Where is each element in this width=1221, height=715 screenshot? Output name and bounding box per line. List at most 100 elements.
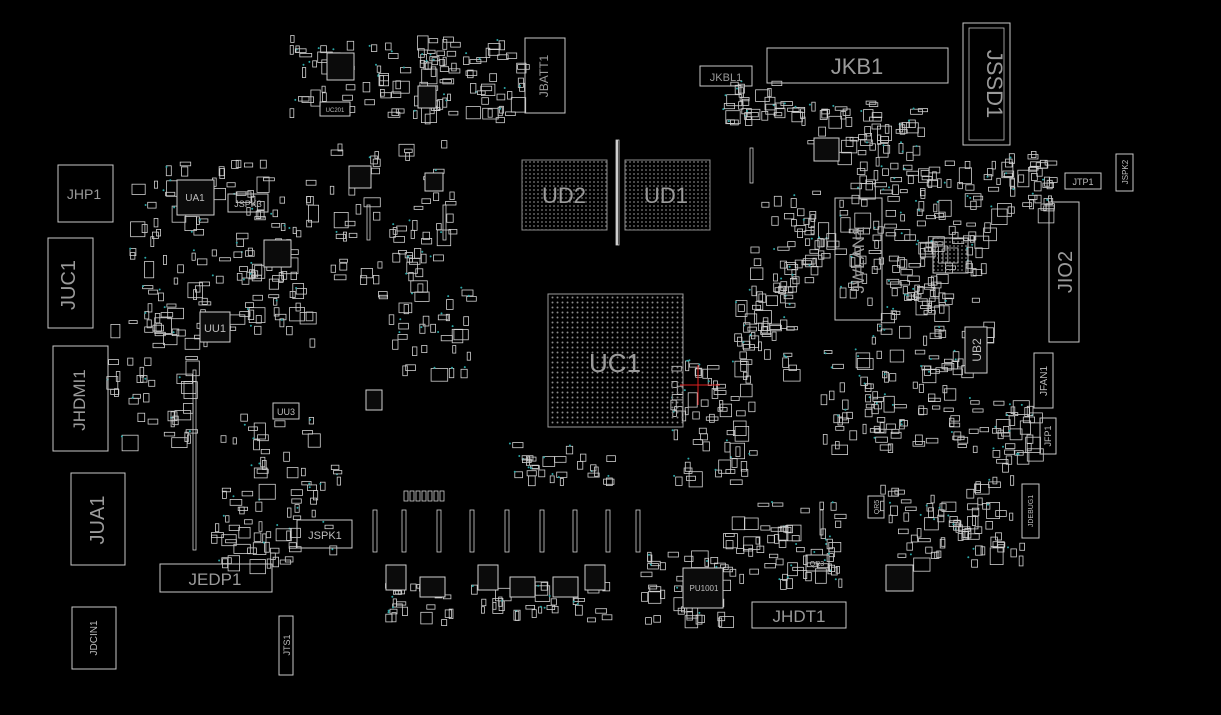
smd-pad	[673, 429, 678, 441]
smd-pad	[899, 280, 910, 286]
connector-jfp1[interactable]: JFP1	[1039, 417, 1057, 455]
smd-pad	[968, 428, 979, 434]
connector-jts1[interactable]: JTS1	[278, 615, 294, 676]
smd-pad	[1019, 542, 1025, 551]
chip-uu1[interactable]: UU1	[199, 311, 231, 343]
via	[243, 423, 246, 426]
via	[844, 408, 847, 411]
smd-pad	[890, 281, 902, 289]
chip-uc1[interactable]: UC1	[547, 293, 684, 428]
via	[332, 48, 335, 51]
smd-pad	[718, 459, 732, 474]
smd-pad	[460, 368, 468, 379]
via	[158, 288, 161, 291]
smd-pad	[606, 455, 616, 463]
connector-juc1[interactable]: JUC1	[47, 237, 94, 329]
via	[249, 272, 252, 275]
connector-jkbl1[interactable]: JKBL1	[699, 65, 753, 87]
smd-pad	[289, 307, 305, 322]
smd-pad	[777, 526, 789, 541]
smd-pad	[980, 263, 987, 275]
chip-uc201[interactable]: UC201	[319, 101, 351, 117]
smd-pad	[791, 219, 797, 227]
smd-pad	[641, 592, 649, 602]
connector-jdcin1[interactable]: JDCIN1	[71, 606, 117, 670]
connector-jspk3[interactable]: JSPK3	[227, 193, 269, 213]
chip-ud1[interactable]: UD1	[624, 159, 711, 231]
smd-pad	[163, 431, 176, 437]
connector-jhdmi1[interactable]: JHDMI1	[52, 345, 109, 452]
chip-bga-small	[932, 237, 969, 274]
smd-pad	[526, 455, 531, 466]
smd-pad	[964, 160, 971, 169]
smd-pad	[1010, 475, 1015, 486]
connector-jdebug1[interactable]: JDEBUG1	[1021, 483, 1040, 539]
smd-pad	[880, 328, 893, 335]
smd-pad	[751, 285, 757, 297]
connector-jtp1[interactable]: JTP1	[1064, 172, 1102, 190]
chip-ua1[interactable]: UA1	[176, 179, 215, 216]
smd-pad	[152, 342, 165, 349]
via	[607, 474, 610, 477]
smd-pad	[497, 106, 503, 117]
via	[990, 205, 993, 208]
smd-pad	[413, 205, 424, 210]
smd-pad	[917, 285, 924, 294]
smd-pad	[1018, 555, 1024, 567]
smd-pad	[395, 80, 401, 90]
smd-pad	[733, 420, 747, 437]
smd-pad	[485, 47, 491, 59]
smd-pad	[861, 199, 868, 207]
smd-pad	[849, 430, 858, 441]
via	[857, 355, 860, 358]
connector-jfan1[interactable]: JFAN1	[1033, 352, 1054, 409]
jspk3-label: JSPK3	[234, 199, 262, 209]
connector-jspk2[interactable]: JSPK2	[1115, 153, 1134, 192]
smd-pad	[306, 219, 313, 228]
connector-jua1[interactable]: JUA1	[70, 472, 126, 566]
smd-pad	[305, 179, 317, 186]
smd-pad	[329, 185, 335, 195]
via	[829, 569, 832, 572]
component-qr5[interactable]: QR5	[867, 495, 885, 519]
chip-ub2[interactable]: UB2	[964, 326, 988, 374]
via	[780, 277, 783, 280]
chip-uu3[interactable]: UU3	[272, 402, 300, 420]
smd-pad	[996, 542, 1006, 548]
smd-pad	[860, 139, 873, 146]
smd-pad	[780, 101, 793, 106]
chip-ud2[interactable]: UD2	[521, 159, 608, 231]
smd-pad	[194, 285, 201, 293]
connector-jedp1[interactable]: JEDP1	[159, 563, 273, 593]
connector-jspk1[interactable]: JSPK1	[296, 519, 353, 549]
connector-jwlan1[interactable]: JWLAN1	[834, 197, 883, 321]
via	[968, 397, 971, 399]
via	[900, 423, 903, 426]
via	[402, 66, 405, 69]
smd-pad	[183, 402, 194, 414]
smd-pad	[924, 283, 935, 290]
connector-jhp1[interactable]: JHP1	[57, 164, 114, 223]
via	[912, 107, 915, 110]
smd-pad	[370, 44, 378, 52]
connector-jhdt1[interactable]: JHDT1	[751, 601, 847, 629]
smd-pad	[290, 35, 295, 43]
smd-pad	[740, 383, 753, 398]
connector-jssd1[interactable]: JSSD1	[962, 22, 1011, 146]
connector-jio2[interactable]: JIO2	[1048, 201, 1080, 343]
via	[543, 606, 546, 609]
smd-pad	[819, 110, 828, 120]
via	[802, 218, 805, 221]
via	[850, 255, 853, 258]
chip-pu1001[interactable]: PU1001	[682, 567, 724, 609]
smd-pad	[773, 273, 778, 282]
via	[1016, 453, 1018, 455]
smd-pad	[1002, 463, 1009, 473]
smd-pad	[321, 85, 326, 93]
connector-jbatt1[interactable]: JBATT1	[524, 37, 566, 114]
smd-pad	[969, 235, 975, 243]
smd-pad	[684, 615, 699, 629]
component-qr3[interactable]: QR3	[805, 554, 830, 572]
smd-pad	[890, 505, 898, 516]
connector-jkb1[interactable]: JKB1	[766, 47, 949, 84]
